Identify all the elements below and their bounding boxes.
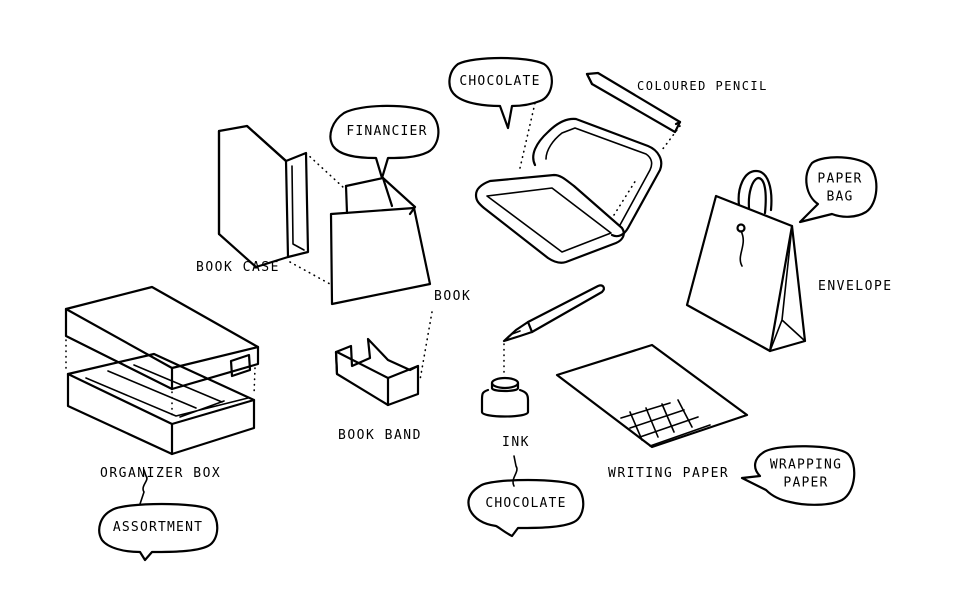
label-envelope: ENVELOPE <box>818 279 893 294</box>
organizer-box-base <box>66 352 256 456</box>
ink-bottle-drawing <box>480 376 530 418</box>
zip-case-drawing <box>474 117 663 264</box>
book-band-drawing <box>334 337 420 407</box>
book-case-drawing <box>217 124 310 269</box>
organizer-box-lid <box>64 285 260 391</box>
bubble-paper-bag: PAPER BAG <box>817 171 863 204</box>
bubble-assortment: ASSORTMENT <box>112 520 204 536</box>
label-book-case: BOOK CASE <box>196 260 280 275</box>
connector-case-book-bottom <box>289 261 331 285</box>
connector-case-book-top <box>305 152 345 189</box>
bubble-chocolate-bottom-shape <box>467 455 585 538</box>
bubble-financier-shape <box>329 104 440 180</box>
label-coloured-pencil: COLOURED PENCIL <box>637 79 768 93</box>
connector-book-band <box>419 311 433 381</box>
bubble-wrapping-paper: WRAPPING PAPER <box>769 457 843 490</box>
bubble-paper-bag-shape <box>798 156 878 224</box>
connector-lid-box <box>65 339 256 419</box>
fountain-pen-drawing <box>502 284 605 343</box>
bubble-chocolate-top: CHOCOLATE <box>459 74 541 90</box>
paper-bag-drawing <box>685 169 807 353</box>
bubble-assortment-shape <box>98 469 219 562</box>
writing-paper-drawing <box>555 343 749 449</box>
label-ink: INK <box>502 435 530 450</box>
bubble-chocolate-bottom: CHOCOLATE <box>485 496 567 512</box>
bubble-wrapping-paper-shape <box>740 445 856 506</box>
label-writing-paper: WRITING PAPER <box>608 466 730 481</box>
book-drawing <box>329 176 432 306</box>
bubble-chocolate-top-shape <box>448 56 553 130</box>
label-book-band: BOOK BAND <box>338 428 422 443</box>
bubble-financier: FINANCIER <box>346 124 428 140</box>
label-organizer-box: ORGANIZER BOX <box>100 466 222 481</box>
label-book: BOOK <box>434 289 472 304</box>
coloured-pencil-drawing <box>585 71 682 134</box>
connector-pencil-case <box>613 125 681 216</box>
